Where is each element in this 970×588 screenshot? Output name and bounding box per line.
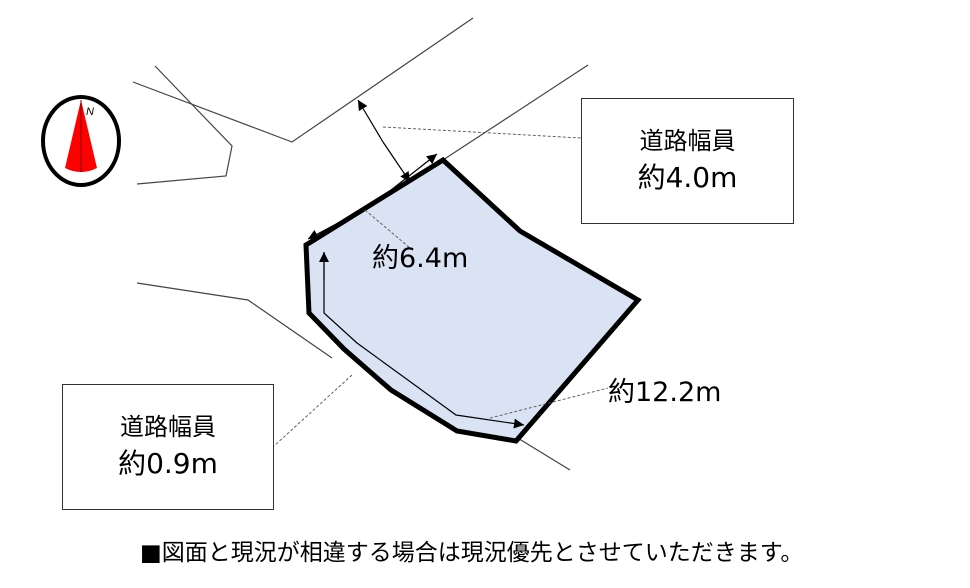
north-arrow-icon: N (41, 95, 121, 187)
road-width-box-top: 道路幅員 約4.0m (581, 98, 794, 224)
leader-lines (273, 126, 609, 447)
leader-top-box (382, 126, 582, 139)
road-width-title: 道路幅員 (639, 127, 736, 155)
road-edge-lower-right (515, 436, 571, 471)
side-dimension-label: 約12.2m (608, 377, 722, 408)
road-edge-lower-left (136, 282, 333, 359)
boundary-lines (132, 17, 589, 471)
frontage-dimension-arrow (307, 204, 373, 240)
side-dimension-line (323, 252, 525, 429)
road-edge-upper-left (132, 17, 474, 143)
frontage-dimension-label: 約6.4m (372, 243, 469, 274)
dimension-lines (307, 99, 525, 429)
compass-label: N (86, 106, 94, 118)
road-width-value: 約0.9m (118, 447, 218, 480)
road-edge-right (442, 64, 589, 161)
leader-122 (489, 387, 609, 419)
road-width-arrow-top (357, 99, 384, 143)
road-width-box-bottom: 道路幅員 約0.9m (62, 384, 274, 510)
leader-bottom-box (273, 374, 353, 447)
footnote: ■図面と現況が相違する場合は現況優先とさせていただきます。 (140, 540, 804, 566)
road-width-arrow-bottom (382, 141, 411, 183)
road-width-value: 約4.0m (637, 161, 738, 194)
road-edge-upper-inner (136, 65, 233, 185)
road-width-title: 道路幅員 (120, 413, 216, 441)
